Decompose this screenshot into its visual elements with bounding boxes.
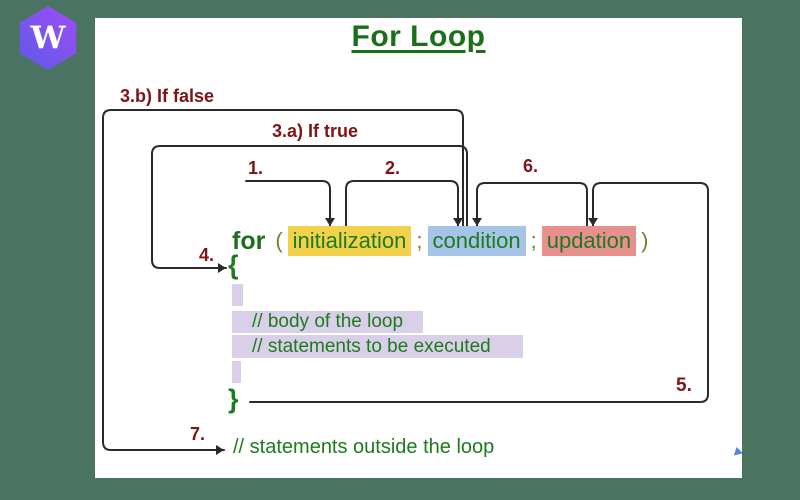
- label-step-4: 4.: [199, 245, 215, 265]
- close-paren: ): [641, 228, 649, 253]
- initialization-token: initialization: [287, 226, 412, 256]
- semicolon-2: ;: [530, 228, 537, 253]
- label-step-3b: 3.b) If false: [120, 86, 215, 106]
- body-highlight-bar-bottom: [232, 361, 241, 383]
- body-comment-1: // body of the loop: [232, 311, 423, 333]
- label-step-3a: 3.a) If true: [272, 121, 359, 141]
- label-step-1: 1.: [248, 158, 264, 178]
- condition-token: condition: [427, 226, 526, 256]
- open-paren: (: [275, 228, 283, 253]
- outside-comment: // statements outside the loop: [233, 436, 495, 458]
- page-title: For Loop: [95, 20, 742, 54]
- for-keyword: for: [232, 226, 266, 255]
- semicolon-1: ;: [416, 228, 423, 253]
- body-highlight-bar-top: [232, 284, 243, 306]
- label-step-5: 5.: [676, 375, 692, 396]
- label-step-2: 2.: [385, 158, 401, 178]
- label-step-7: 7.: [190, 424, 206, 444]
- w-hexagon-logo-icon: W: [19, 6, 77, 70]
- for-statement: for ( initialization ; condition ; updat…: [232, 226, 653, 256]
- body-comment-2: // statements to be executed: [232, 335, 523, 358]
- open-brace: {: [228, 250, 239, 280]
- mouse-cursor-icon: [733, 446, 745, 459]
- logo-letter: W: [30, 19, 66, 56]
- label-step-6: 6.: [523, 156, 539, 176]
- close-brace: }: [228, 384, 239, 414]
- page-title-text: For Loop: [351, 20, 486, 53]
- updation-token: updation: [541, 226, 637, 256]
